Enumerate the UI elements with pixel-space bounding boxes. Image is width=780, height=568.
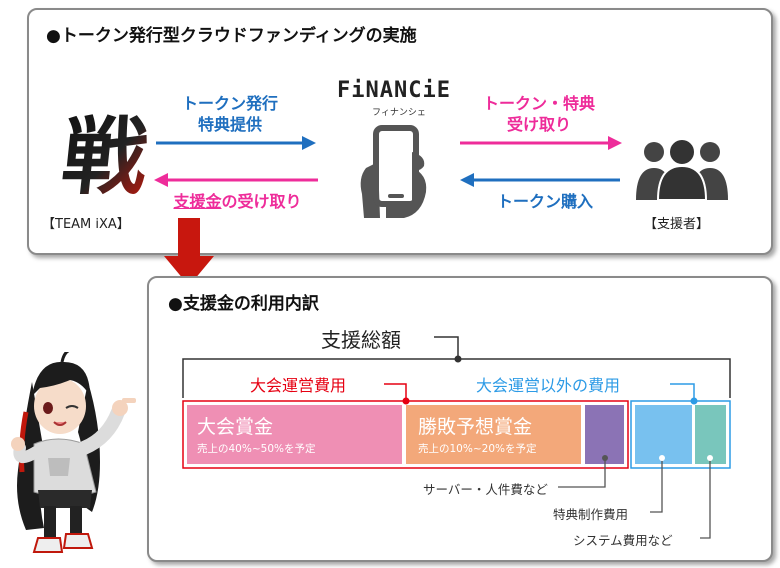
team-logo-char: 戦 <box>58 108 148 200</box>
callout-line-system <box>700 458 711 539</box>
issue-label: トークン発行 特典提供 <box>160 93 300 135</box>
flow-arrows <box>154 136 622 187</box>
arrow-token-purchase <box>460 173 620 187</box>
callout-line-benefit <box>650 458 663 513</box>
callout-benefit-production: 特典制作費用 <box>550 504 632 523</box>
segment-prize-name: 大会賞金 <box>197 416 274 438</box>
token-benefit-line2: 受け取り <box>506 115 571 134</box>
financie-brand: FiNANCiE <box>337 78 451 103</box>
crowdfunding-title: ●トークン発行型クラウドファンディングの実施 <box>46 26 417 46</box>
team-ixa-logo: 戦 <box>58 108 148 200</box>
segment-prize: 大会賞金 売上の40%~50%を予定 <box>187 405 402 464</box>
down-arrow-icon <box>164 218 214 286</box>
other-cost-label: 大会運営以外の費用 <box>476 376 621 395</box>
segment-prediction-prize: 勝敗予想賞金 売上の10%~20%を予定 <box>406 405 581 464</box>
issue-label-line2: 特典提供 <box>197 115 262 134</box>
segment-system <box>695 405 726 464</box>
token-purchase-label: トークン購入 <box>496 192 593 211</box>
callout-line-server <box>558 458 606 488</box>
arrow-issue <box>156 136 316 150</box>
total-label: 支援総額 <box>321 328 401 352</box>
callout-system: システム費用など <box>570 530 676 549</box>
event-cost-dot <box>402 397 410 405</box>
arrow-receive-funds <box>154 173 318 187</box>
mascot-character-illustration <box>11 352 136 553</box>
token-benefit-label: トークン・特典 受け取り <box>460 93 618 135</box>
supporter-label: 【支援者】 <box>644 217 710 232</box>
segment-server-staff <box>585 405 624 464</box>
financie-kana: フィナンシェ <box>372 108 426 118</box>
supporters-icon <box>636 138 728 200</box>
team-label: 【TEAM iXA】 <box>42 217 130 232</box>
total-dot <box>454 355 462 363</box>
other-cost-bracket <box>630 383 731 469</box>
receive-funds-label: 支援金の受け取り <box>150 191 325 212</box>
segment-prediction-name: 勝敗予想賞金 <box>418 416 533 438</box>
issue-label-line1: トークン発行 <box>181 94 278 113</box>
token-benefit-line1: トークン・特典 <box>482 94 595 113</box>
receive-funds-prefix: 支援金 <box>173 192 222 211</box>
receive-funds-suffix: の受け取り <box>221 192 302 211</box>
segment-prediction-note: 売上の10%~20%を予定 <box>418 443 537 455</box>
arrow-token-benefit <box>460 136 622 150</box>
smartphone-hand-icon <box>360 125 427 218</box>
segment-benefit-production <box>635 405 692 464</box>
breakdown-title: ●支援金の利用内訳 <box>168 294 319 314</box>
other-cost-dot <box>690 397 698 405</box>
segment-prize-note: 売上の40%~50%を予定 <box>197 443 316 455</box>
callout-server-staff: サーバー・人件費など <box>420 479 551 498</box>
event-cost-label: 大会運営費用 <box>250 376 347 395</box>
